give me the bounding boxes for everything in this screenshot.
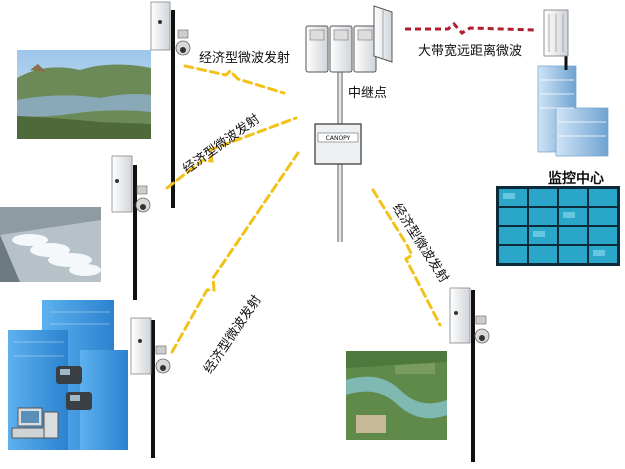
phone-icon <box>56 366 82 384</box>
ptz-camera-icon <box>474 315 490 344</box>
river-valley-photo <box>17 50 151 139</box>
relay-box-icon: CANOPY <box>314 123 362 165</box>
radio-antenna-icon <box>543 9 569 57</box>
radio-antenna-icon <box>305 25 329 73</box>
radio-pole <box>111 155 151 300</box>
radio-antenna-icon <box>111 155 133 213</box>
radio-pole <box>150 1 191 208</box>
ptz-camera-icon <box>135 185 151 213</box>
relay-box-brand: CANOPY <box>326 135 351 142</box>
radio-pole <box>130 317 171 458</box>
economy-link-lower-left <box>170 151 300 354</box>
radio-pole <box>449 287 490 462</box>
monitor-center-building <box>537 9 609 157</box>
label-relay-point: 中继点 <box>348 86 388 101</box>
dam-spillway-photo <box>0 207 101 282</box>
economy-link-top-left <box>183 64 286 95</box>
radio-antenna-icon <box>130 317 152 375</box>
label-monitor-center: 监控中心 <box>548 171 604 187</box>
ptz-camera-icon <box>155 345 171 374</box>
radio-antenna-icon <box>329 25 353 73</box>
computer-icon <box>11 407 59 439</box>
radio-antenna-icon <box>373 5 393 63</box>
monitor-video-wall <box>496 186 620 266</box>
economy-link-mid-left <box>165 116 298 190</box>
label-link-top-left: 经济型微波发射 <box>199 51 291 66</box>
ptz-camera-icon <box>175 29 191 56</box>
radio-antenna-icon <box>353 25 377 73</box>
relay-station: CANOPY <box>305 5 393 242</box>
aerial-town-photo <box>346 351 447 440</box>
label-broadband-link: 大带宽远距离微波 <box>418 44 523 59</box>
broadband-link <box>405 21 536 35</box>
economy-link-right <box>371 188 442 327</box>
office-building-icon <box>8 300 128 450</box>
phone-icon <box>66 392 92 410</box>
radio-antenna-icon <box>449 287 471 344</box>
radio-antenna-icon <box>150 1 171 51</box>
